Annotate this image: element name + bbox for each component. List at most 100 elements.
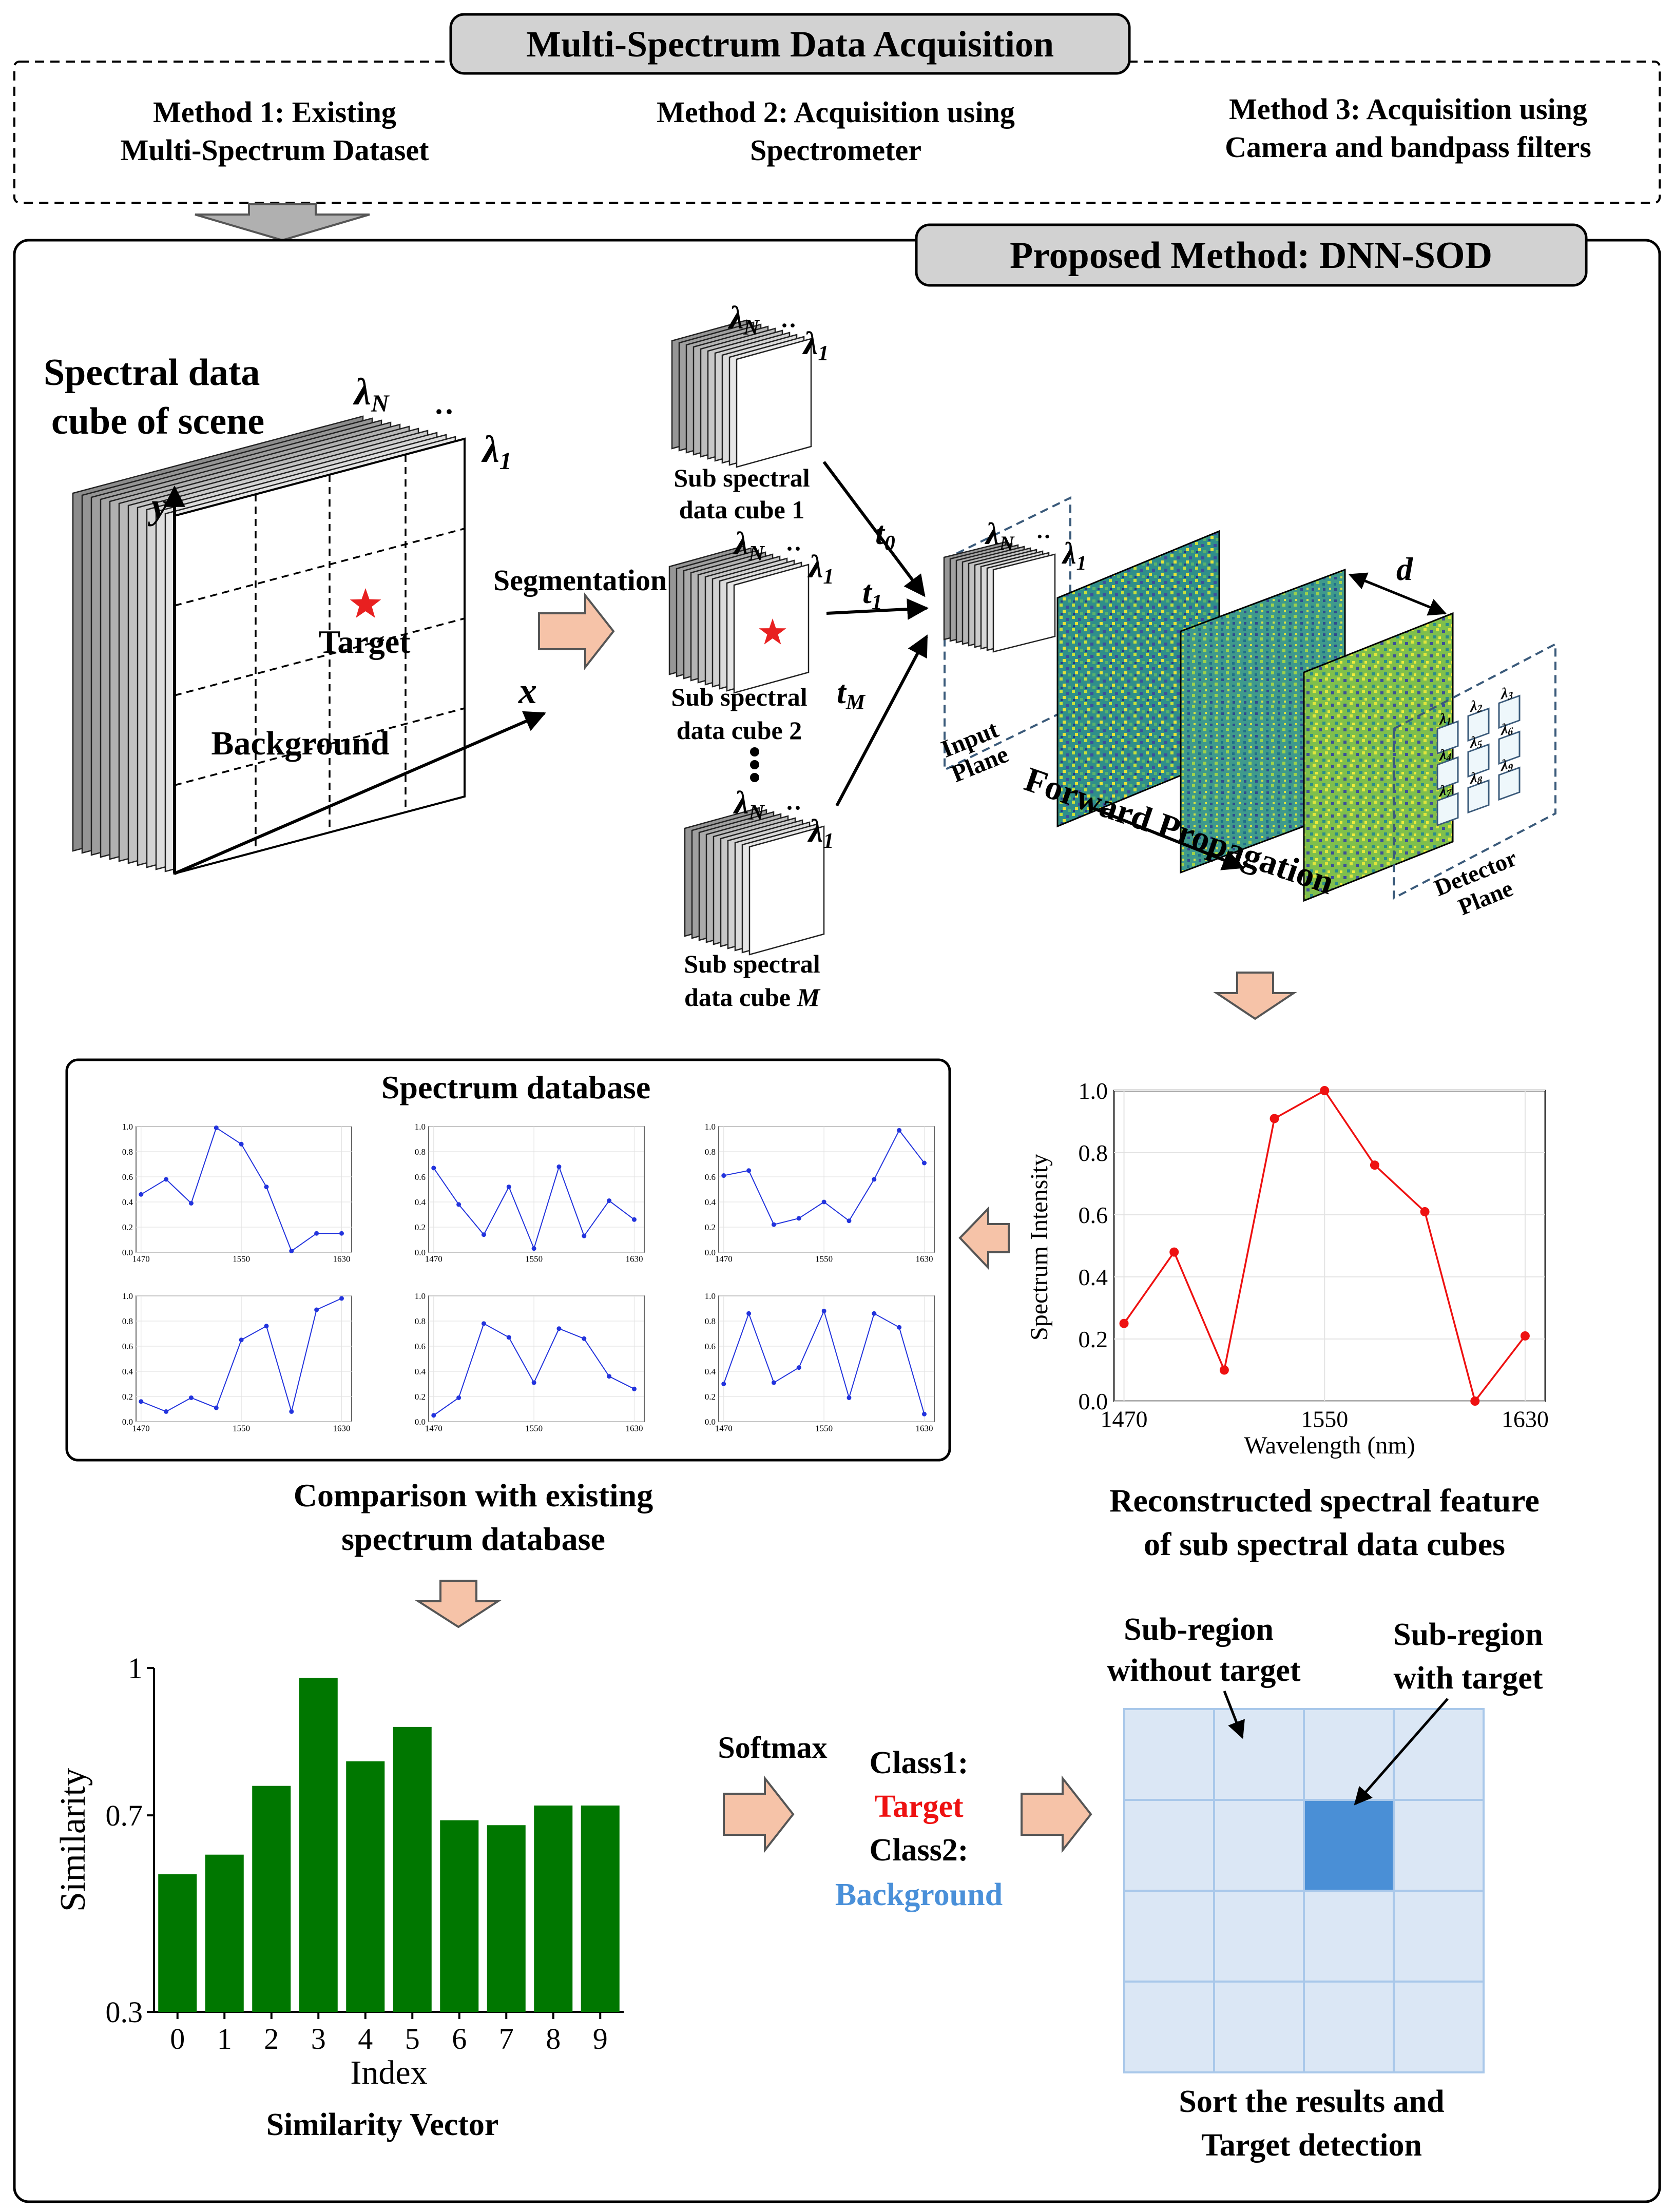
chart-frame [428, 1295, 645, 1422]
proposed-title: Proposed Method: DNN-SOD [1010, 235, 1492, 277]
y-tick-label: 0.6 [122, 1342, 133, 1351]
subcubeM-dots: ·· [785, 794, 802, 822]
bar [252, 1786, 291, 2012]
detector-cell [1467, 779, 1490, 814]
scene-dots: ·· [434, 395, 454, 429]
data-point [796, 1216, 801, 1221]
y-tick-label: 0.8 [705, 1147, 716, 1157]
scene-background-label: Background [211, 725, 389, 762]
data-point [289, 1249, 294, 1254]
scene-title-line1: Spectral data [44, 352, 260, 394]
scene-front-plane [174, 437, 466, 875]
data-point [897, 1128, 902, 1133]
dnn-lambda-n: λN [984, 517, 1015, 555]
data-point [506, 1185, 511, 1190]
data-point [481, 1232, 486, 1237]
y-tick-label: 1.0 [415, 1291, 426, 1301]
bar [205, 1854, 244, 2012]
dnn-input-slice [992, 553, 1056, 653]
data-point [239, 1337, 244, 1343]
y-tick-label: 0.8 [122, 1316, 133, 1326]
bar [487, 1825, 526, 2012]
detector-cell-label: λ5 [1469, 730, 1482, 754]
y-axis-label: Spectrum Intensity [1026, 1154, 1053, 1341]
x-tick-label: 4 [358, 2022, 373, 2055]
chart-frame [428, 1126, 645, 1253]
data-point [921, 1411, 927, 1417]
method3-line1: Method 3: Acquisition using [1229, 92, 1587, 126]
y-tick-label: 0.0 [415, 1417, 426, 1427]
x-tick-label: 1630 [915, 1254, 933, 1264]
distance-d-arrow [1348, 572, 1447, 616]
subcube2-label-line2: data cube 2 [677, 716, 802, 745]
detector-cell [1498, 694, 1521, 729]
x-tick-label: 1470 [425, 1424, 443, 1433]
y-tick-label: 1.0 [1079, 1078, 1108, 1104]
detector-plane-label: DetectorPlane [1431, 844, 1531, 926]
data-point [1520, 1331, 1530, 1341]
method2-line1: Method 2: Acquisition using [657, 95, 1015, 129]
data-point [771, 1222, 776, 1227]
bar [534, 1806, 573, 2012]
diffractive-layer-3 [1303, 612, 1454, 902]
data-point [796, 1365, 801, 1370]
input-plane-label: InputPlane [937, 716, 1012, 788]
data-point [631, 1217, 637, 1222]
distance-d-label: d [1396, 551, 1413, 587]
x-tick-label: 8 [546, 2022, 561, 2055]
y-tick-label: 0.6 [705, 1342, 716, 1351]
y-tick-label: 0.2 [415, 1223, 426, 1232]
detection-caption-line2: Target detection [1201, 2128, 1422, 2163]
y-tick-label: 0.0 [122, 1417, 133, 1427]
detector-cell [1467, 707, 1490, 742]
data-point [456, 1202, 461, 1207]
bar [299, 1678, 338, 2012]
x-tick-label: 6 [452, 2022, 467, 2055]
x-tick-label: 0 [170, 2022, 185, 2055]
class1-target: Target [874, 1789, 964, 1824]
subcube2-lambda-1: λ1 [807, 548, 834, 589]
database-caption-line2: spectrum database [341, 1521, 605, 1557]
data-point [847, 1218, 852, 1224]
without-target-pointer [1223, 1691, 1245, 1739]
data-point [456, 1395, 461, 1400]
y-tick-label: 0.2 [705, 1392, 716, 1402]
data-point [314, 1307, 319, 1312]
data-point [872, 1311, 877, 1316]
detected-target-cell [1304, 1800, 1394, 1891]
x-tick-label: 1470 [132, 1424, 150, 1433]
y-tick-label: 0.6 [415, 1172, 426, 1182]
down-arrow-to-reconstructed-icon [1213, 972, 1297, 1020]
method1-line2: Multi-Spectrum Dataset [121, 133, 430, 167]
y-tick-label: 0.8 [705, 1316, 716, 1326]
y-tick-label: 1.0 [122, 1122, 133, 1132]
y-tick-label: 1.0 [705, 1291, 716, 1301]
classes-to-detection-arrow-icon [1021, 1775, 1092, 1853]
detector-cell-label: λ4 [1438, 743, 1451, 767]
chart-frame [1113, 1090, 1546, 1402]
similarity-caption: Similarity Vector [266, 2107, 499, 2142]
detector-cell [1498, 766, 1521, 801]
y-tick-label: 0.2 [1079, 1326, 1108, 1352]
y-tick-label: 0.6 [1079, 1202, 1108, 1228]
reconstructed-caption-line2: of sub spectral data cubes [1144, 1526, 1505, 1562]
y-tick-label: 0.8 [415, 1147, 426, 1157]
y-tick-label: 0.0 [1079, 1388, 1108, 1414]
data-point [1320, 1086, 1330, 1095]
data-point [481, 1321, 486, 1326]
detector-cell [1498, 730, 1521, 765]
proposed-title-box [915, 223, 1588, 287]
segmentation-arrow-icon [538, 592, 615, 670]
class2-label: Class2: [870, 1833, 969, 1868]
subcubeM-lambda-1: λ1 [807, 812, 834, 853]
y-tick-label: 1 [128, 1652, 143, 1685]
data-point [721, 1173, 726, 1178]
data-point [506, 1335, 511, 1340]
detector-cell-label: λ2 [1469, 694, 1482, 718]
class2-background: Background [835, 1877, 1003, 1912]
spectrum-database-title: Spectrum database [381, 1069, 650, 1105]
scene-target-star-icon [350, 588, 381, 618]
y-tick-label: 0.6 [122, 1172, 133, 1182]
